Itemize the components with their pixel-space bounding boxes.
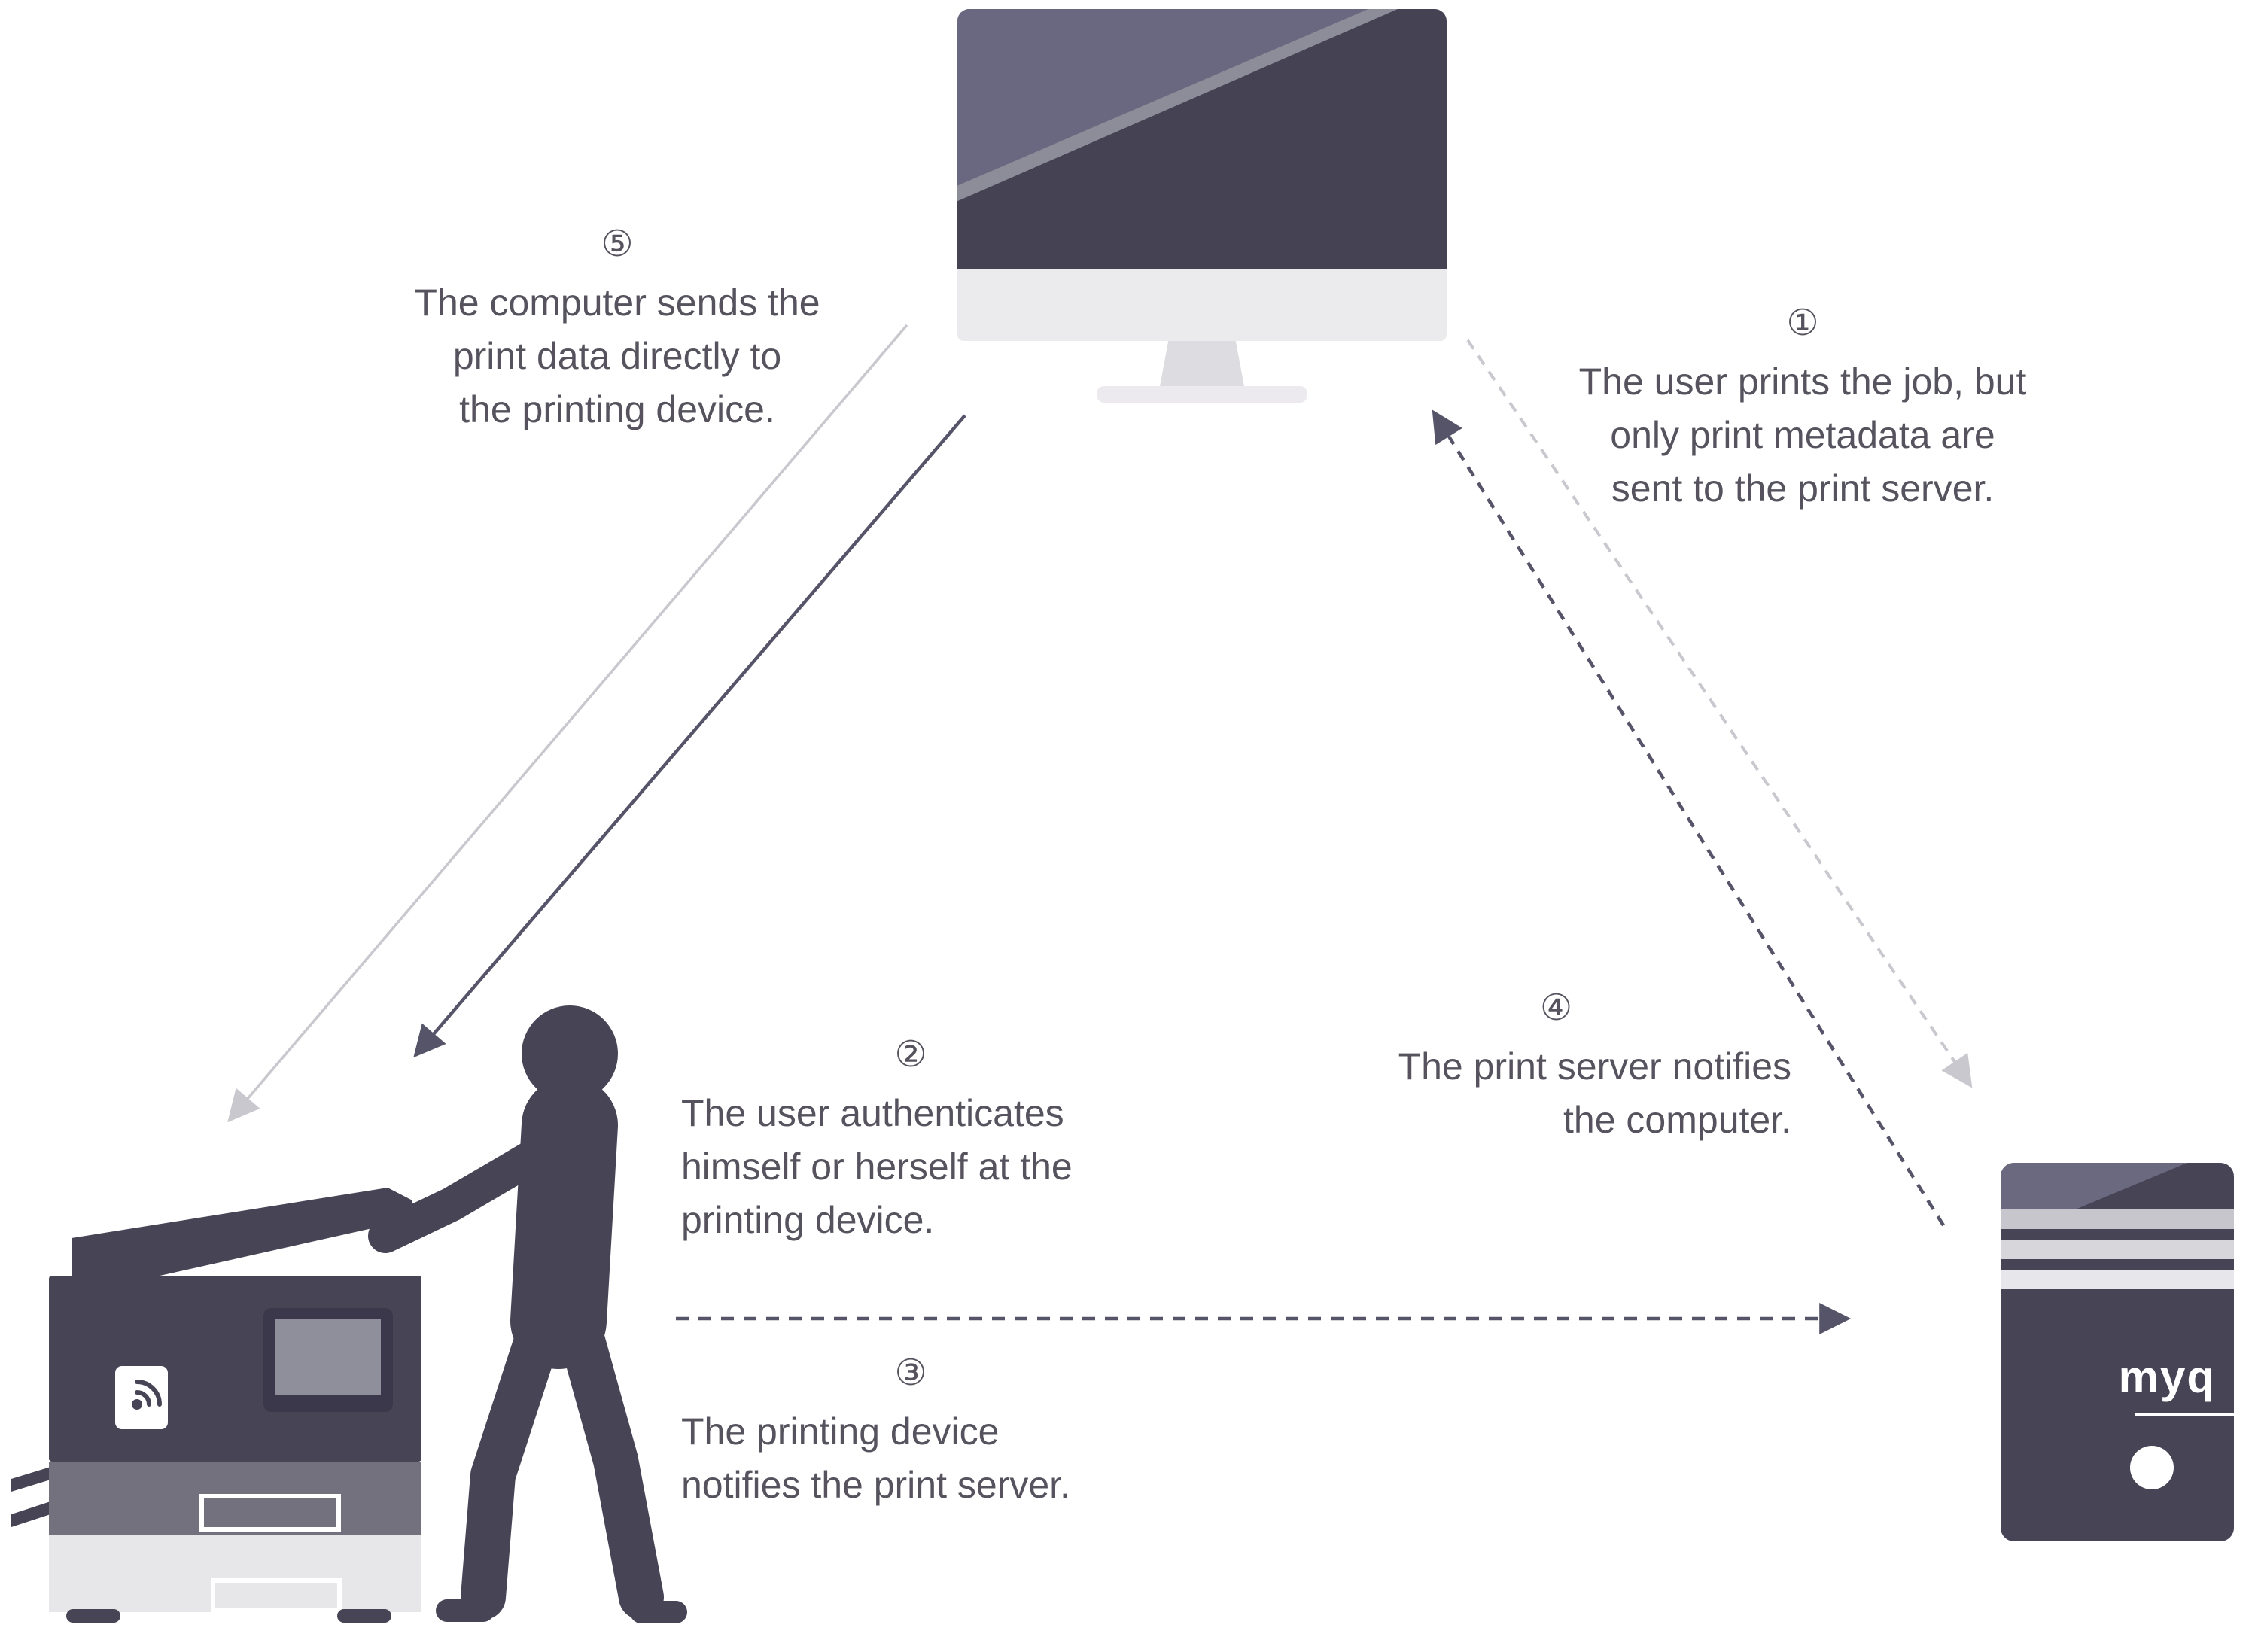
monitor-base (1097, 386, 1307, 403)
server-glare (2001, 1163, 2187, 1209)
server-icon: myq (2001, 1163, 2234, 1541)
user-icon (368, 1005, 687, 1623)
card-reader (111, 1361, 172, 1434)
user-torso (510, 1077, 618, 1369)
step-1-text: The user prints the job, but only print … (1578, 361, 2027, 510)
myq-logo-rule (2135, 1413, 2234, 1416)
arrow-step5-print-data (413, 414, 966, 1058)
server-vent-stripe-3 (2001, 1270, 2234, 1289)
step-5-text: The computer sends the print data direct… (414, 281, 820, 430)
step-1-label: ① The user prints the job, but only prin… (1520, 301, 2085, 516)
computer-icon (957, 9, 1447, 403)
paper-tray-upper (199, 1494, 341, 1532)
user-front-leg (461, 1302, 565, 1620)
step-2-text: The user authenticates himself or hersel… (681, 1092, 1073, 1241)
control-panel-screen (275, 1319, 381, 1395)
paper-tray-lower (211, 1578, 342, 1613)
printer-body-bottom (49, 1535, 421, 1612)
step-2-label: ② The user authenticates himself or hers… (681, 1033, 1140, 1247)
step-3-text: The printing device notifies the print s… (681, 1410, 1070, 1506)
user-head (522, 1005, 618, 1102)
printer-foot-right (337, 1609, 391, 1623)
server-power-button (2130, 1446, 2174, 1489)
server-vent-stripe-1 (2001, 1209, 2234, 1229)
server-vent-stripe-2 (2001, 1240, 2234, 1259)
step-3-number: ③ (894, 1352, 927, 1394)
contactless-wave-2-icon (135, 1380, 162, 1407)
screen-glare-dark (957, 9, 1368, 186)
step-5-label: ⑤ The computer sends the print data dire… (342, 222, 892, 437)
step-2-number: ② (894, 1033, 927, 1075)
contactless-wave-1-icon (135, 1390, 151, 1407)
monitor-chin (957, 269, 1447, 341)
user-back-leg (555, 1302, 664, 1620)
document-feeder-icon (72, 1188, 412, 1279)
monitor-stand (1160, 341, 1244, 386)
step-5-number: ⑤ (601, 223, 634, 265)
contactless-dot-icon (132, 1399, 142, 1410)
user-arm (368, 1130, 565, 1253)
step-4-number: ④ (1539, 987, 1573, 1029)
step-3-label: ③ The printing device notifies the print… (681, 1351, 1140, 1512)
printer-icon (11, 1188, 421, 1623)
step-4-label: ④ The print server notifies the computer… (1321, 986, 1791, 1147)
computer-screen (957, 9, 1447, 269)
step-1-number: ① (1786, 302, 1819, 344)
printer-and-user (11, 1005, 687, 1623)
printer-foot-left (66, 1609, 120, 1623)
step-4-text: The print server notifies the computer. (1398, 1045, 1791, 1141)
myq-logo: myq (2118, 1352, 2216, 1402)
